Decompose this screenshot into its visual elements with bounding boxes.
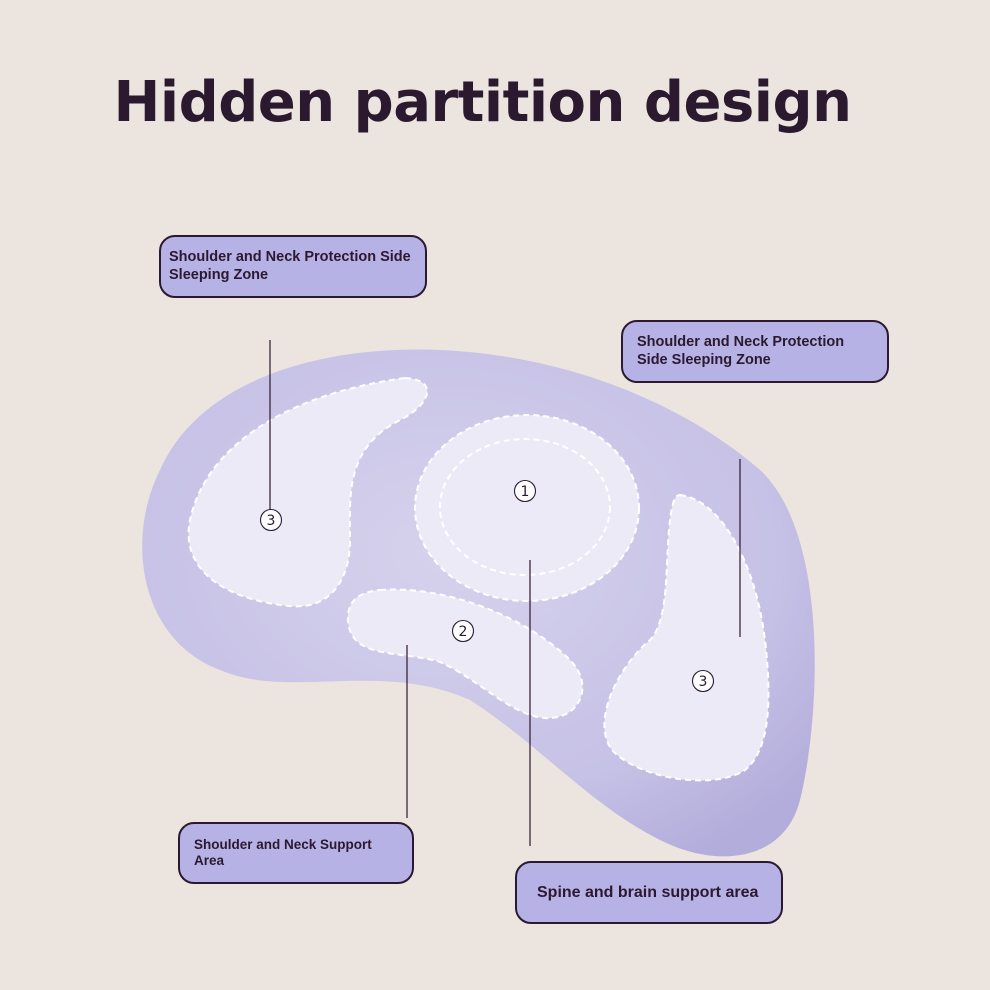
zone-number-center: 1 <box>521 484 530 500</box>
callout-label: Shoulder and Neck Protection Side Sleepi… <box>637 334 845 368</box>
zone-marker-right: 3 <box>691 669 715 693</box>
callout-spine-brain-support-area: Spine and brain support area <box>515 861 783 924</box>
zone-center-outer <box>414 414 640 602</box>
zone-number-left: 3 <box>267 513 276 529</box>
zone-marker-left: 3 <box>259 508 283 532</box>
zone-right-side <box>603 493 770 782</box>
zone-number-neck: 2 <box>459 624 468 640</box>
zone-center-inner <box>439 438 611 576</box>
zone-number-right: 3 <box>699 674 708 690</box>
zone-left-side <box>187 376 428 608</box>
callout-label: Shoulder and Neck Support Area <box>194 836 372 868</box>
zone-marker-center: 1 <box>513 479 537 503</box>
callout-label: Shoulder and Neck Protection Side Sleepi… <box>169 249 411 283</box>
zone-marker-neck: 2 <box>451 619 475 643</box>
page-title: Hidden partition design <box>113 70 852 135</box>
zone-neck <box>346 588 584 720</box>
callout-neck-support-area: Shoulder and Neck Support Area <box>178 822 414 884</box>
callout-label: Spine and brain support area <box>537 883 759 901</box>
callout-side-sleeping-zone-right: Shoulder and Neck Protection Side Sleepi… <box>621 320 889 383</box>
callout-side-sleeping-zone-left: Shoulder and Neck Protection Side Sleepi… <box>159 235 427 298</box>
